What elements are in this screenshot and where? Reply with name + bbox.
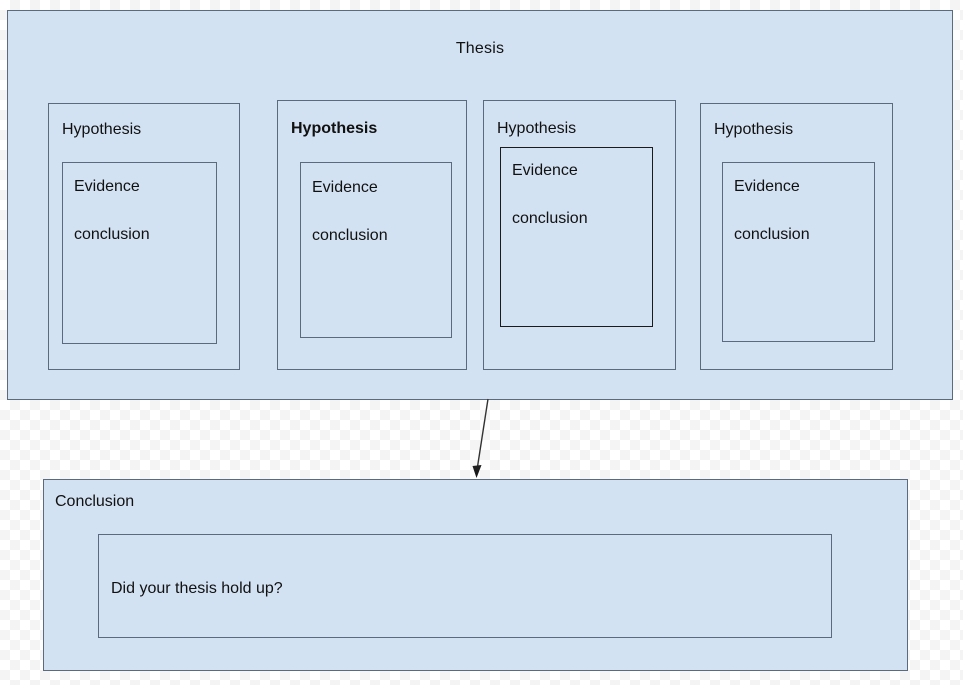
hypothesis-box-3[interactable]: Hypothesis Evidence conclusion [483,100,676,370]
conclusion-label-1: conclusion [74,226,150,243]
hypothesis-box-1[interactable]: Hypothesis Evidence conclusion [48,103,240,370]
conclusion-container[interactable]: Conclusion Did your thesis hold up? [43,479,908,671]
hypothesis-box-2[interactable]: Hypothesis Evidence conclusion [277,100,467,370]
evidence-label-1: Evidence [74,178,140,195]
evidence-box-2[interactable]: Evidence conclusion [300,162,452,338]
hypothesis-title-3: Hypothesis [497,120,577,137]
evidence-box-1[interactable]: Evidence conclusion [62,162,217,344]
evidence-box-4[interactable]: Evidence conclusion [722,162,875,342]
evidence-box-3[interactable]: Evidence conclusion [500,147,653,327]
hypothesis-box-4[interactable]: Hypothesis Evidence conclusion [700,103,893,370]
conclusion-question-text: Did your thesis hold up? [111,580,283,597]
evidence-label-3: Evidence [512,162,578,179]
conclusion-title: Conclusion [55,493,135,510]
arrow-down-icon [472,398,489,478]
evidence-label-4: Evidence [734,178,800,195]
hypothesis-title-4: Hypothesis [714,121,794,138]
conclusion-label-4: conclusion [734,226,810,243]
conclusion-label-3: conclusion [512,210,588,227]
hypothesis-title-1: Hypothesis [62,121,142,138]
conclusion-label-2: conclusion [312,227,388,244]
conclusion-inner-box[interactable]: Did your thesis hold up? [98,534,832,638]
thesis-container[interactable]: Thesis Hypothesis Evidence conclusion Hy… [7,10,953,400]
hypothesis-title-2: Hypothesis [291,120,378,137]
thesis-title: Thesis [455,40,505,57]
evidence-label-2: Evidence [312,179,378,196]
